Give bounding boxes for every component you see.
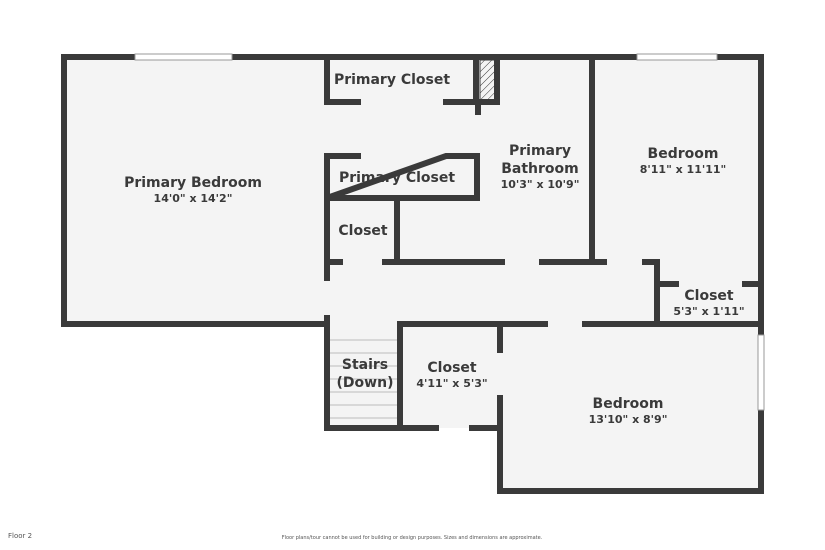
windows: [134, 53, 765, 411]
stairs: [330, 339, 397, 419]
room-name: Stairs (Down): [336, 357, 394, 391]
room-dimensions: 8'11" x 11'11": [639, 163, 727, 176]
room-dimensions: 14'0" x 14'2": [153, 192, 233, 205]
room-primary-closet-2: Primary Closet: [339, 169, 455, 187]
room-primary-bedroom: Primary Bedroom 14'0" x 14'2": [124, 174, 262, 206]
chimney: [479, 59, 497, 101]
room-primary-bathroom: Primary Bathroom 10'3" x 10'9": [495, 142, 585, 192]
room-stairs: Stairs (Down): [335, 356, 395, 392]
disclaimer: Floor plans/tour cannot be used for buil…: [281, 535, 543, 541]
room-dimensions: 5'3" x 1'11": [673, 305, 745, 318]
room-closet-hall: Closet 4'11" x 5'3": [416, 359, 487, 391]
room-dimensions: 13'10" x 8'9": [588, 413, 668, 426]
floor-label: Floor 2: [8, 532, 33, 540]
room-bedroom-1: Bedroom 8'11" x 11'11": [640, 145, 727, 177]
floor-areas: [64, 57, 761, 491]
room-name: Primary Bathroom: [501, 143, 579, 177]
room-name: Bedroom: [592, 396, 664, 412]
room-name: Primary Closet: [338, 170, 456, 186]
room-bedroom-2: Bedroom 13'10" x 8'9": [589, 395, 668, 427]
walls: [61, 54, 764, 494]
room-name: Primary Closet: [333, 72, 451, 88]
room-name: Bedroom: [647, 146, 719, 162]
room-closet-small: Closet: [338, 222, 387, 240]
room-name: Primary Bedroom: [124, 175, 262, 191]
room-name: Closet: [427, 360, 477, 376]
room-dimensions: 10'3" x 10'9": [500, 178, 580, 191]
room-name: Closet: [684, 288, 734, 304]
room-closet-bedroom: Closet 5'3" x 1'11": [673, 287, 744, 319]
room-dimensions: 4'11" x 5'3": [416, 377, 488, 390]
room-name: Closet: [338, 223, 388, 239]
room-primary-closet-1: Primary Closet: [334, 71, 450, 89]
